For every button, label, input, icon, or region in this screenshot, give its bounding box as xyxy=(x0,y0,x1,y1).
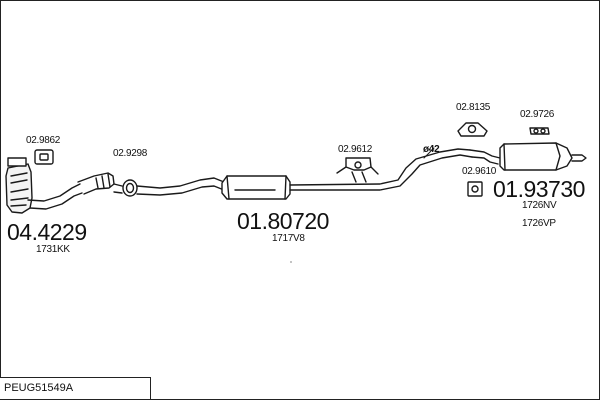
fitting-label-02-9726: 02.9726 xyxy=(520,109,555,120)
fitting-label-02-8135: 02.8135 xyxy=(456,102,491,113)
rear-silencer-ref-2: 1726VP xyxy=(522,218,556,229)
fitting-label-02-9862: 02.9862 xyxy=(26,135,61,146)
cat-converter-part-number: 04.4229 xyxy=(7,219,87,245)
cat-converter-ref: 1731KK xyxy=(36,244,70,255)
rear-silencer-ref-1: 1726NV xyxy=(522,200,557,211)
clamp-02-9298-drawing xyxy=(122,179,138,197)
intermediate-pipe-drawing xyxy=(136,177,225,196)
gasket-02-9862-drawing xyxy=(34,149,54,165)
middle-silencer-part-number: 01.80720 xyxy=(237,208,329,234)
catalytic-converter-drawing xyxy=(5,157,83,214)
pipe-diameter-label: ø42 xyxy=(423,144,440,155)
hanger-02-9612-drawing xyxy=(336,157,379,183)
hanger-02-9726-drawing xyxy=(529,127,550,135)
rear-link-pipe-drawing xyxy=(289,147,501,191)
hanger-02-8135-drawing xyxy=(457,122,488,137)
fitting-label-02-9610: 02.9610 xyxy=(462,166,497,177)
rear-silencer-part-number: 01.93730 xyxy=(493,176,585,202)
rear-silencer-drawing xyxy=(499,142,587,171)
diagram-code: PEUG51549A xyxy=(4,382,74,394)
diagram-code-box: PEUG51549A xyxy=(0,377,151,399)
fitting-label-02-9612: 02.9612 xyxy=(338,144,373,155)
middle-silencer-ref: 1717V8 xyxy=(272,233,305,244)
middle-silencer-drawing xyxy=(221,175,291,200)
front-pipe-drawing xyxy=(77,172,123,195)
fitting-label-02-9298: 02.9298 xyxy=(113,148,148,159)
clamp-02-9610-drawing xyxy=(467,181,483,197)
